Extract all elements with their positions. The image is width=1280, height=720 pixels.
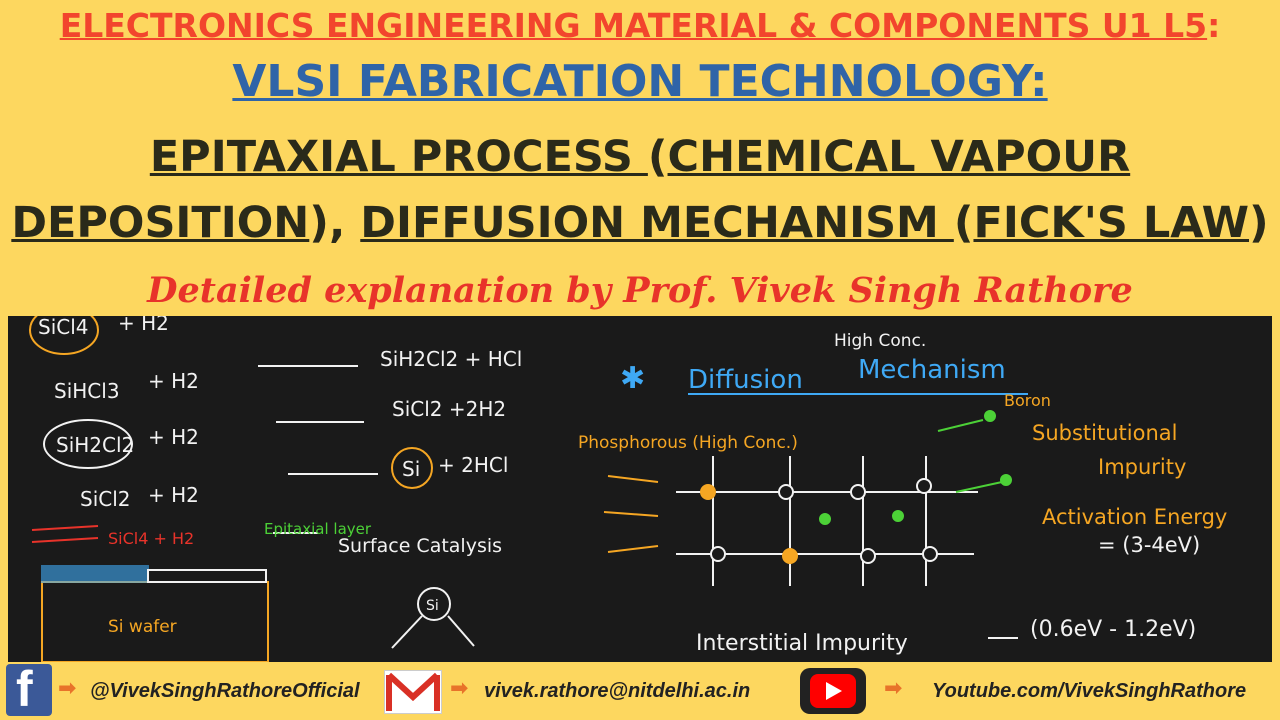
plus-h2-3: + H2: [148, 425, 199, 449]
product-si: Si: [402, 457, 420, 481]
chalk-strokes: [29, 316, 1028, 662]
arrow-icon-2: ➡: [450, 676, 469, 701]
wafer-label: Si wafer: [108, 617, 177, 637]
boron-interstitial-2: [892, 510, 904, 522]
plus-h2-1: + H2: [118, 316, 169, 335]
course-title-colon: :: [1207, 6, 1221, 45]
topic-line-1: EPITAXIAL PROCESS (CHEMICAL VAPOUR: [0, 132, 1280, 182]
lattice-atom-3: [916, 478, 932, 494]
product-1: SiH2Cl2 + HCl: [380, 347, 522, 371]
p-arrow-3: [607, 545, 659, 553]
epitaxial-text: EPITAXIAL PROCESS: [149, 132, 648, 182]
epitaxial-label: Epitaxial layer: [264, 520, 372, 538]
sicl4: SiCl4: [38, 316, 89, 339]
diffusion-text: DIFFUSION MECHANISM: [360, 198, 954, 248]
youtube-channel[interactable]: Youtube.com/VivekSinghRathore: [932, 680, 1247, 702]
bond-right: [447, 615, 475, 647]
epitaxial-layer: [41, 565, 149, 583]
sicl2: SiCl2: [80, 487, 131, 511]
ficks-law-text: FICK'S LAW: [973, 198, 1250, 248]
lattice-atom-5: [860, 548, 876, 564]
paren-close-2: ): [1249, 198, 1269, 248]
flow-line-2: [31, 537, 99, 543]
lattice-atom-1: [778, 484, 794, 500]
impurity-label: Impurity: [1098, 455, 1186, 479]
course-title-text: ELECTRONICS ENGINEERING MATERIAL & COMPO…: [59, 6, 1208, 45]
boron-atom-2: [1000, 474, 1012, 486]
title-banner: ELECTRONICS ENGINEERING MATERIAL & COMPO…: [0, 0, 1280, 316]
subtitle: Detailed explanation by Prof. Vivek Sing…: [147, 270, 1133, 311]
arrow-icon-3: ➡: [884, 676, 903, 701]
diffusion-title: Diffusion: [688, 365, 803, 395]
interstitial-label: Interstitial Impurity: [696, 631, 908, 656]
si-node-circle: [417, 587, 451, 621]
phosphorus-atom-1: [700, 484, 716, 500]
phosphorus-label: Phosphorous (High Conc.): [578, 433, 798, 453]
email-address[interactable]: vivek.rathore@nitdelhi.ac.in: [484, 680, 751, 702]
boron-interstitial-1: [819, 513, 831, 525]
p-arrow-1: [607, 475, 659, 483]
paren-open-2: (: [953, 198, 974, 248]
boron-label: Boron: [1004, 391, 1051, 410]
si-circle: [391, 447, 433, 489]
blackboard: SiCl4 + H2 SiHCl3 + H2 SiH2Cl2 + H2 SiCl…: [8, 316, 1272, 662]
youtube-icon[interactable]: [800, 668, 866, 714]
plus-h2-4: + H2: [148, 483, 199, 507]
sicl4-circle: [29, 316, 99, 355]
topic-line-2: DEPOSITION), DIFFUSION MECHANISM (FICK'S…: [0, 198, 1280, 248]
b-arrow-1: [937, 419, 984, 432]
mechanism-title: Mechanism: [858, 355, 1006, 385]
phosphorus-atom-2: [782, 548, 798, 564]
topic-title: VLSI FABRICATION TECHNOLOGY:: [232, 56, 1048, 107]
chalk-text: SiCl4 + H2 SiHCl3 + H2 SiH2Cl2 + H2 SiCl…: [38, 316, 1227, 656]
lattice-atom-6: [922, 546, 938, 562]
sih2cl2: SiH2Cl2: [56, 433, 134, 457]
paren-close: ),: [309, 198, 361, 248]
activation-value: = (3-4eV): [1098, 533, 1200, 557]
asterisk-icon: ✱: [620, 361, 645, 396]
high-conc: High Conc.: [834, 331, 926, 351]
deposition-text: DEPOSITION: [11, 198, 310, 248]
p-arrow-2: [603, 511, 659, 517]
b-arrow-2: [955, 481, 1003, 493]
lattice-atom-4: [710, 546, 726, 562]
paren-open: (: [647, 132, 668, 182]
substitutional-label: Substitutional: [1032, 421, 1177, 445]
blackboard-drawing: SiCl4 + H2 SiHCl3 + H2 SiH2Cl2 + H2 SiCl…: [29, 316, 1227, 662]
product-hcl: + 2HCl: [438, 453, 508, 477]
surface-catalysis: Surface Catalysis: [338, 535, 502, 557]
sih2cl2-circle: [43, 419, 133, 469]
lattice-atom-2: [850, 484, 866, 500]
gmail-envelope: [386, 672, 440, 711]
course-title: ELECTRONICS ENGINEERING MATERIAL & COMPO…: [0, 6, 1280, 45]
flow-line-1: [31, 525, 99, 531]
flow-label: SiCl4 + H2: [108, 529, 194, 548]
deposited-particles: [147, 569, 267, 583]
bond-left: [391, 615, 423, 649]
gmail-icon[interactable]: [384, 670, 442, 714]
arrow-icon: ➡: [58, 676, 77, 701]
si-node-label: Si: [426, 598, 439, 614]
boron-atom: [984, 410, 996, 422]
sihcl3: SiHCl3: [54, 379, 120, 403]
activation-label: Activation Energy: [1042, 505, 1227, 529]
facebook-handle[interactable]: @VivekSinghRathoreOfficial: [90, 680, 360, 702]
plus-h2-2: + H2: [148, 369, 199, 393]
footer-bar: [0, 662, 1280, 720]
facebook-icon[interactable]: f: [6, 661, 52, 717]
interstitial-value: (0.6eV - 1.2eV): [1030, 617, 1196, 642]
cvd-text: CHEMICAL VAPOUR: [667, 132, 1131, 182]
product-2: SiCl2 +2H2: [392, 397, 506, 421]
